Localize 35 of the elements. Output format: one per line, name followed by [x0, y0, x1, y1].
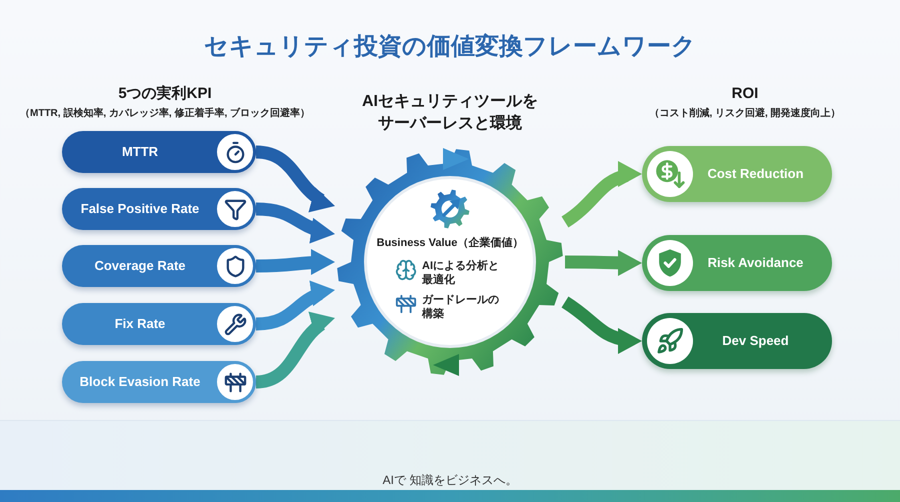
arrow — [564, 250, 642, 276]
pill-label: Cost Reduction — [707, 166, 804, 182]
center-heading: Business Value（企業価値） — [376, 236, 524, 250]
pill-label: Fix Rate — [114, 316, 166, 332]
arrow — [561, 296, 642, 354]
section-heading: AIセキュリティツールをサーバーレスと環境 — [361, 92, 539, 134]
feature-text: ガードレールの構築 — [422, 293, 500, 321]
kpi-pill — [62, 303, 256, 345]
arrow — [256, 282, 336, 330]
section-subtitle: （コスト削減, リスク回避, 開発速度向上） — [649, 107, 841, 120]
pill-label: MTTR — [122, 144, 158, 160]
tagline: AIで 知識をビジネスへ。 — [382, 472, 518, 488]
arrow — [561, 162, 642, 228]
pill-label: Dev Speed — [722, 333, 789, 349]
roi-pill — [642, 313, 832, 369]
pill-label: Coverage Rate — [94, 258, 186, 274]
kpi-pill — [62, 361, 256, 403]
pill-label: Block Evasion Rate — [80, 374, 200, 390]
title: セキュリティ投資の価値変換フレームワーク — [204, 32, 696, 62]
section-subtitle: （MTTR, 誤検知率, カバレッジ率, 修正着手率, ブロック回避率） — [20, 107, 310, 120]
section-heading: 5つの実利KPI — [118, 84, 212, 104]
arrow — [255, 146, 338, 212]
gear-diagram — [335, 147, 565, 377]
arrow — [256, 202, 336, 242]
feature-text: AIによる分析と最適化 — [422, 259, 500, 287]
roi-pill — [642, 146, 832, 202]
kpi-pill — [62, 245, 256, 287]
kpi-pill — [62, 188, 256, 230]
roi-pill — [642, 235, 832, 291]
arrow — [255, 312, 338, 388]
section-heading: ROI — [732, 84, 758, 104]
pill-label: False Positive Rate — [80, 201, 200, 217]
arrow — [256, 249, 336, 276]
kpi-pill — [62, 131, 256, 173]
pill-label: Risk Avoidance — [708, 255, 804, 271]
